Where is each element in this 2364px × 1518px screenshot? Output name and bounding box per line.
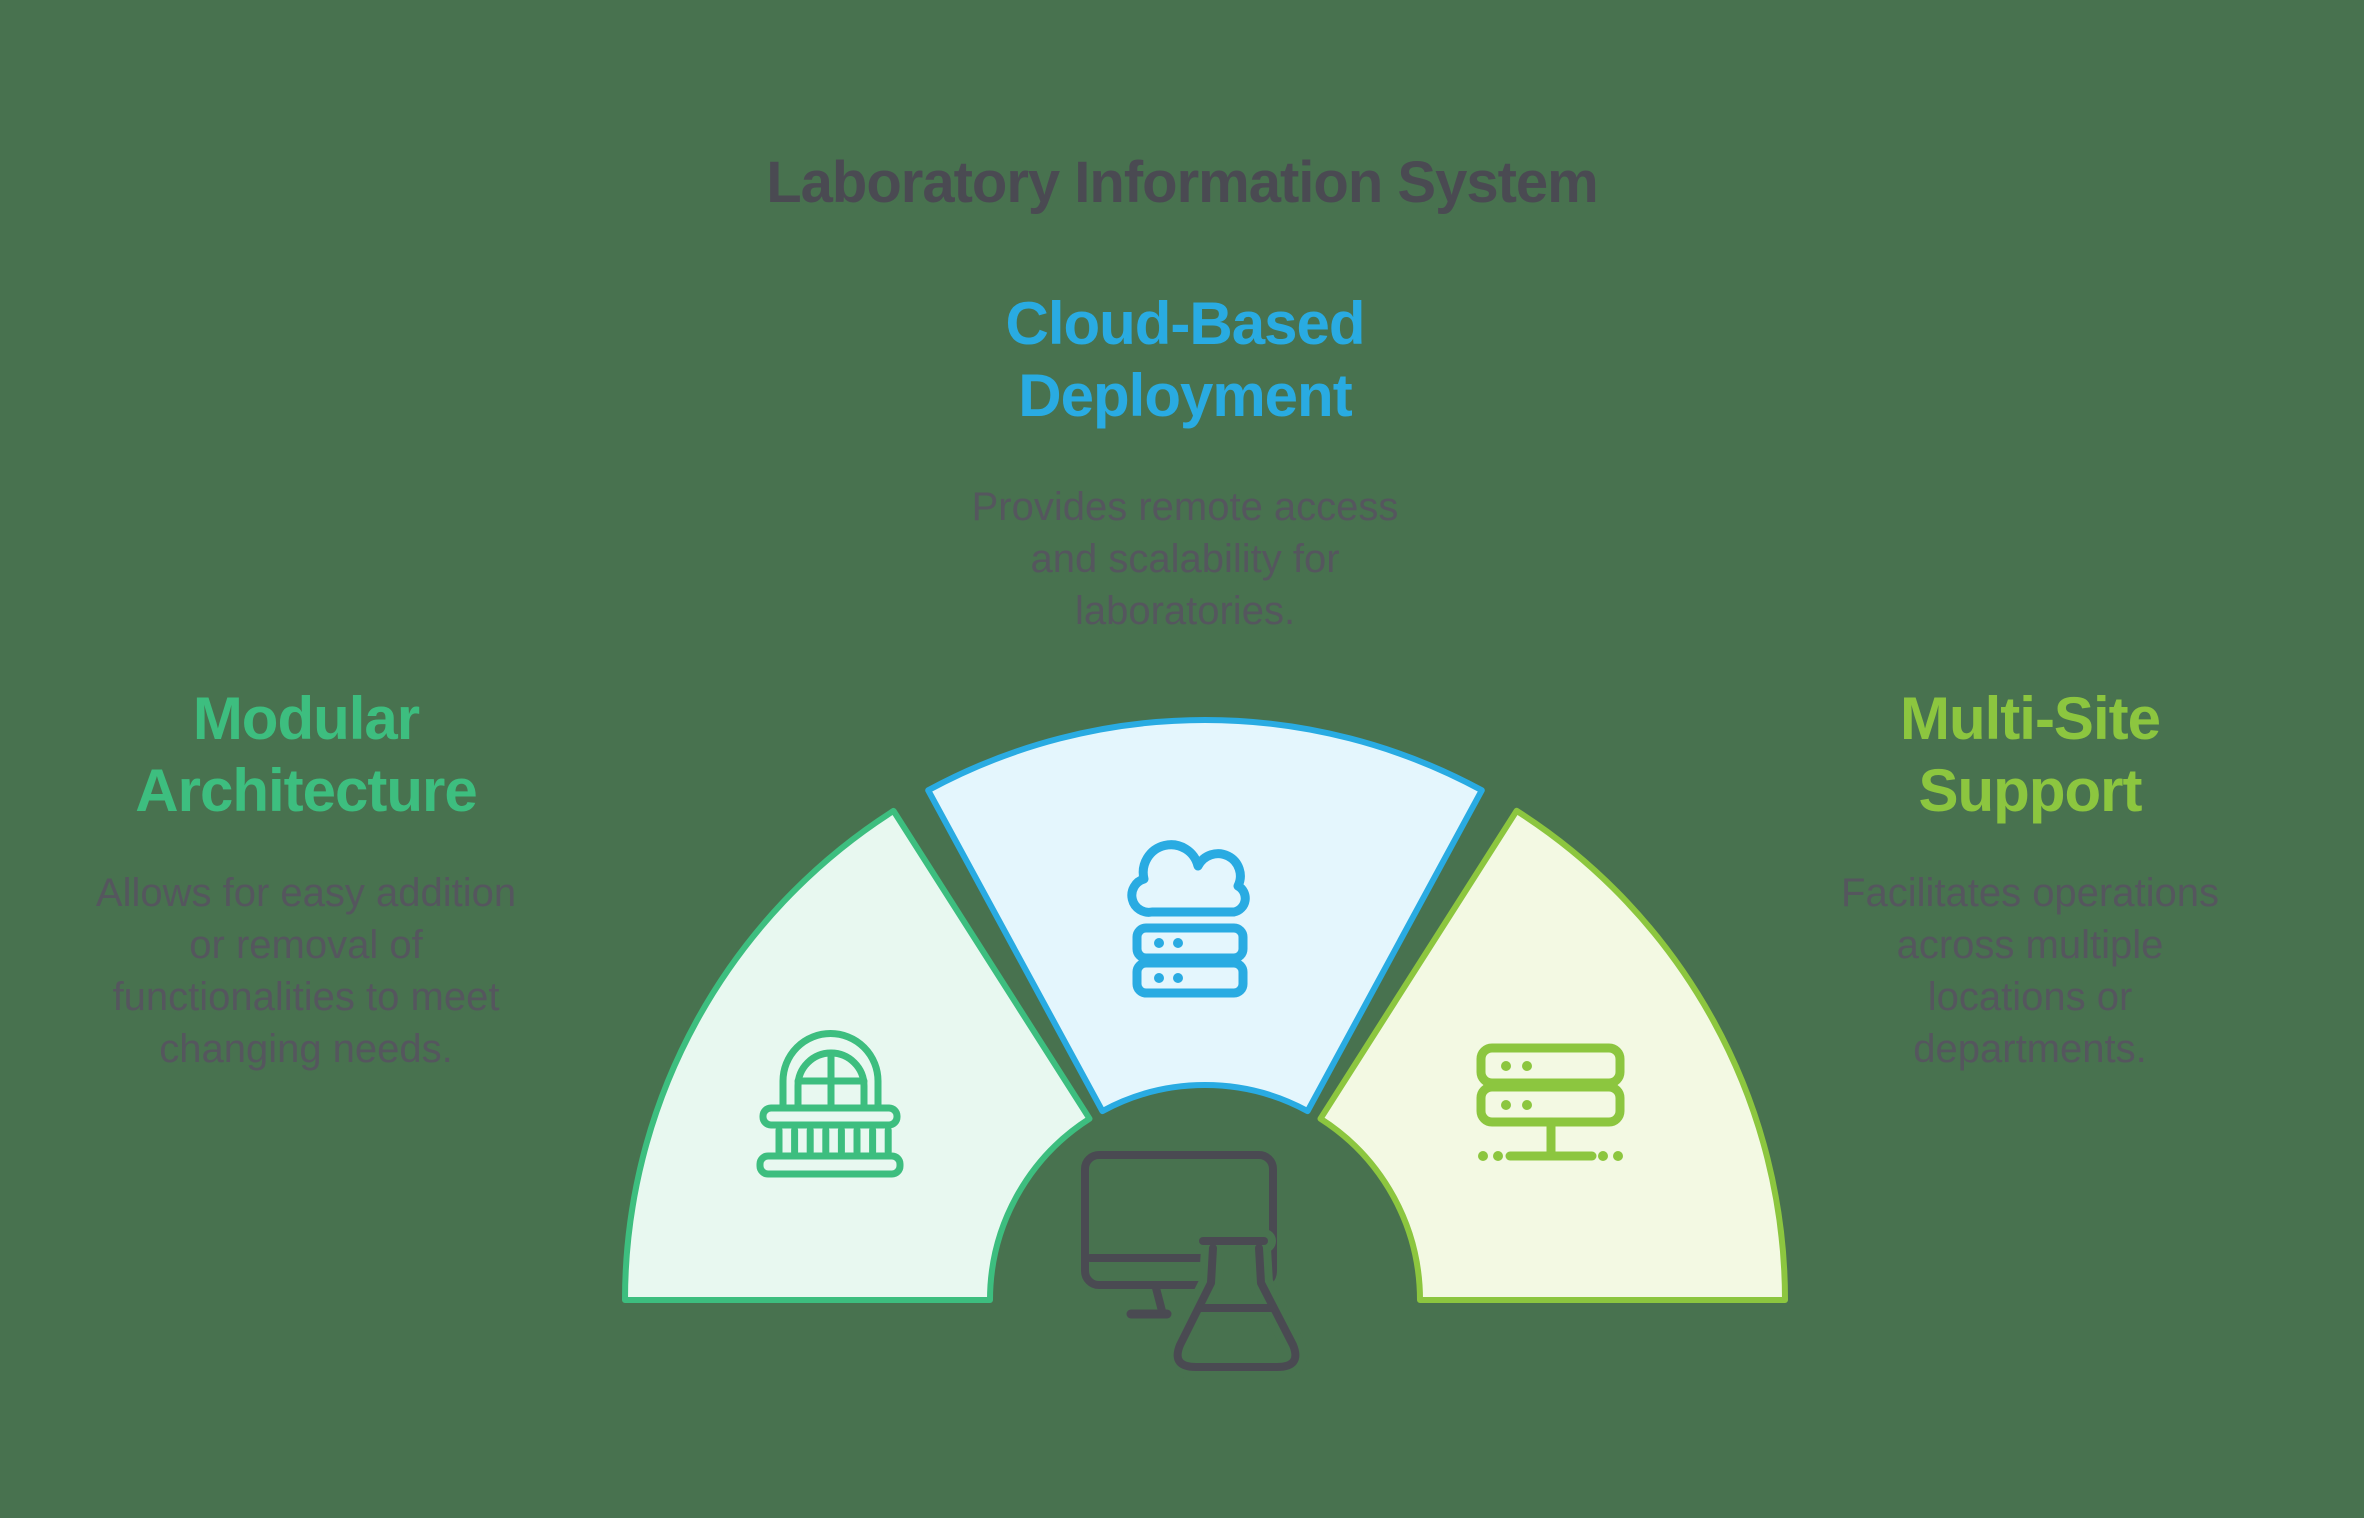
heading-line: Cloud-Based xyxy=(1005,290,1365,357)
description-line: functionalities to meet xyxy=(112,975,500,1019)
description-line: laboratories. xyxy=(1074,589,1296,633)
description-line: changing needs. xyxy=(159,1027,453,1071)
heading-line: Support xyxy=(1918,757,2143,824)
section-heading-modular-architecture: Modular Architecture xyxy=(56,683,556,827)
section-description-modular-architecture: Allows for easy addition or removal of f… xyxy=(26,867,586,1075)
heading-line: Multi-Site xyxy=(1900,685,2161,752)
description-line: across multiple xyxy=(1896,923,2164,967)
section-heading-cloud-based-deployment: Cloud-Based Deployment xyxy=(885,288,1485,432)
section-description-cloud-based-deployment: Provides remote access and scalability f… xyxy=(885,481,1485,637)
heading-line: Architecture xyxy=(135,757,477,824)
computer-flask-icon xyxy=(1081,1151,1308,1379)
section-heading-multi-site-support: Multi-Site Support xyxy=(1780,683,2280,827)
description-line: locations or xyxy=(1927,975,2133,1019)
heading-line: Modular xyxy=(192,685,420,752)
description-line: and scalability for xyxy=(1030,537,1340,581)
description-line: Allows for easy addition xyxy=(95,871,517,915)
section-description-multi-site-support: Facilitates operations across multiple l… xyxy=(1750,867,2310,1075)
cloud-server-icon xyxy=(1127,840,1250,998)
segment-multi-site-support xyxy=(1317,807,1788,1303)
page-title: Laboratory Information System xyxy=(766,150,1598,215)
flask-icon xyxy=(1173,1237,1300,1371)
description-line: Provides remote access xyxy=(971,485,1399,529)
description-line: departments. xyxy=(1913,1027,2147,1071)
description-line: or removal of xyxy=(189,923,423,967)
segment-modular-architecture xyxy=(622,807,1093,1303)
description-line: Facilitates operations xyxy=(1841,871,2219,915)
server-network-icon xyxy=(1476,1043,1625,1161)
balcony-window-icon xyxy=(756,1030,904,1178)
heading-line: Deployment xyxy=(1018,362,1352,429)
